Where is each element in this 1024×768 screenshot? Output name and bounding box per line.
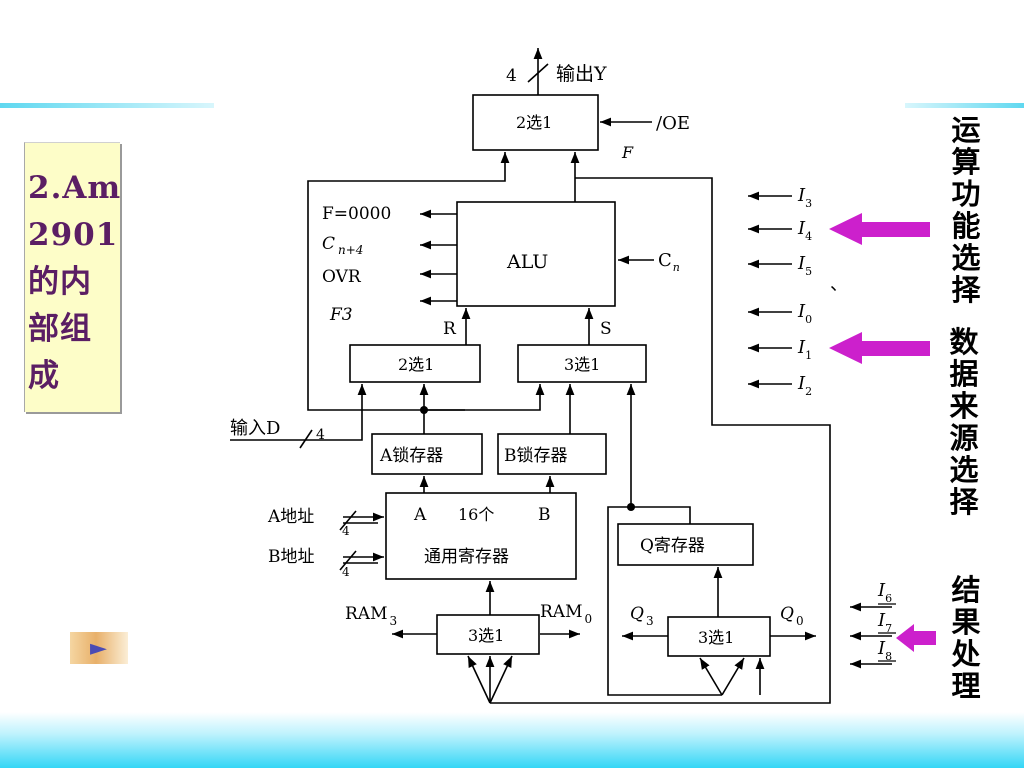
f-label: F [621, 143, 634, 162]
label-source-select: 数据来源选择 [949, 325, 979, 519]
s-label: S [600, 319, 612, 339]
input-d-label: 输入D [230, 418, 280, 439]
f3-label: F3 [329, 305, 353, 325]
register-a-port: A [413, 505, 427, 525]
instr-i7: I7 [877, 610, 892, 635]
q-register-label: Q寄存器 [640, 536, 705, 556]
instr-i5: I5 [797, 253, 812, 278]
instr-i0: I0 [797, 301, 812, 326]
register-b-port: B [538, 505, 551, 525]
f-zero-label: F=0000 [322, 204, 391, 224]
oe-label: /OE [656, 113, 690, 134]
address-a-label: A地址 [267, 507, 314, 527]
alu-label: ALU [506, 251, 548, 273]
output-y-label: 输出Y [556, 63, 607, 85]
latch-b-label: B锁存器 [504, 446, 568, 466]
instr-i1: I1 [797, 337, 812, 362]
instr-i6: I6 [877, 580, 892, 605]
magenta-pointer-arrows [829, 213, 936, 652]
header-divider-right [905, 103, 1024, 108]
footer-band [0, 712, 1024, 768]
instr-i3: I3 [797, 185, 812, 210]
address-b-width: 4 [342, 565, 350, 579]
cn-label: Cn [658, 250, 680, 274]
mux-ram-label: 3选1 [468, 626, 504, 645]
mux-s-label: 3选1 [564, 355, 600, 374]
next-slide-button[interactable]: ► [70, 632, 128, 664]
header-divider-left [0, 103, 214, 108]
address-b-label: B地址 [268, 547, 315, 567]
mux-q-label: 3选1 [698, 628, 734, 647]
latch-a-label: A锁存器 [379, 446, 443, 466]
ovr-label: OVR [322, 267, 362, 287]
register-count: 16个 [458, 505, 494, 524]
play-arrow-icon: ► [90, 636, 107, 661]
output-width: 4 [506, 66, 517, 86]
instr-i8: I8 [877, 638, 892, 663]
label-result-handling: 结果处理 [951, 573, 981, 703]
slide-title: 2.Am 2901 的内 部组 成 [28, 170, 122, 394]
r-label: R [443, 319, 457, 339]
label-operation-select: 运算功能选择 [951, 113, 981, 307]
input-d-width: 4 [316, 427, 325, 443]
register-file-label: 通用寄存器 [424, 547, 509, 567]
slide-title-box: 2.Am 2901 的内 部组 成 [24, 142, 120, 412]
separator-comma: 、 [830, 274, 848, 295]
instr-i2: I2 [797, 373, 812, 398]
mux-r-label: 2选1 [398, 355, 434, 374]
instr-i4: I4 [797, 218, 812, 243]
mux-output-label: 2选1 [516, 113, 552, 132]
address-a-width: 4 [342, 524, 350, 538]
